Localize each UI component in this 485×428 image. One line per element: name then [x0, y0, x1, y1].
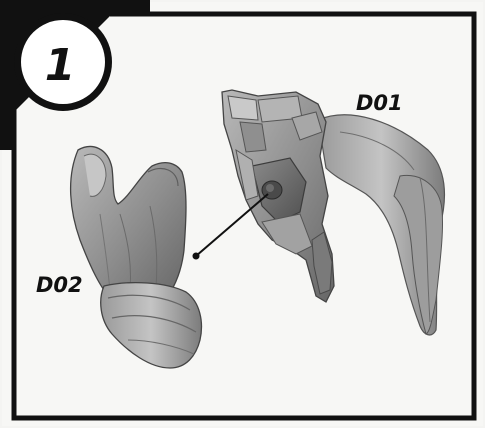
step-number-badge: 1	[14, 13, 112, 111]
part-label-d02: D02	[36, 273, 83, 297]
step-number: 1	[45, 40, 76, 91]
part-label-d01: D01	[356, 91, 403, 115]
